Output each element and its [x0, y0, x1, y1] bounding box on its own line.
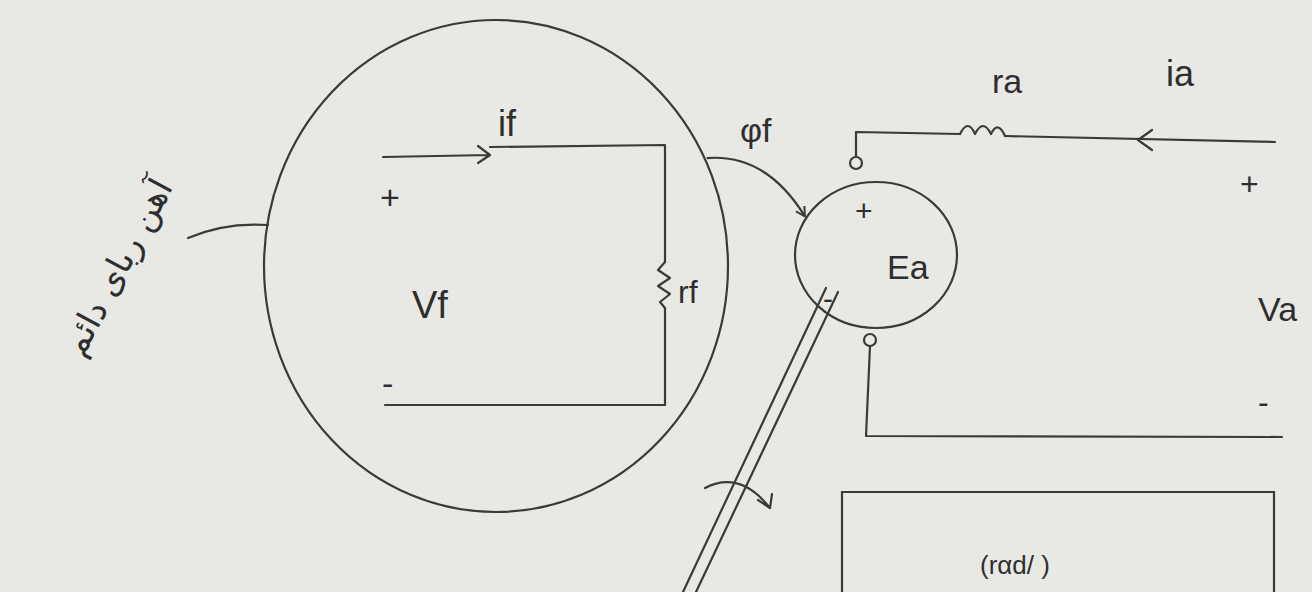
leader-line — [188, 225, 268, 238]
resistor-symbol — [960, 126, 1005, 136]
node-text: if — [498, 106, 516, 142]
resistor-symbol — [658, 262, 670, 308]
node-text: rf — [678, 276, 698, 308]
terminal — [864, 334, 876, 346]
voltage-label: Va — [1258, 292, 1297, 326]
node-text: Vf — [412, 286, 448, 324]
node-text: - — [382, 366, 393, 400]
armature-circle-outline — [793, 180, 959, 330]
armature-wire — [856, 132, 960, 157]
field-magnet-circle: + ifVf rf - — [262, 18, 730, 514]
shaft — [683, 288, 838, 592]
field-wire — [383, 146, 490, 163]
node-text: Ea — [887, 250, 929, 284]
node-text: + — [380, 180, 400, 214]
rotation-arrow — [705, 482, 772, 508]
current-arrow — [1138, 130, 1152, 150]
terminal-sign: + — [1240, 168, 1259, 200]
field-wire — [490, 145, 665, 262]
node-text: (rαd/ ) — [980, 552, 1050, 578]
field-magnet-circle-outline — [262, 18, 730, 514]
terminal — [850, 157, 862, 169]
node-text: + — [855, 196, 873, 226]
note-box-outline — [840, 490, 1276, 592]
note-box: (rαd/ ) — [840, 490, 1276, 592]
node-text: - — [823, 284, 833, 314]
armature-wire — [866, 346, 1282, 437]
current-label: ia — [1166, 56, 1194, 92]
armature-circle: + Ea - — [793, 180, 959, 330]
resistor-label: ra — [992, 64, 1022, 98]
part-name: آهن ربای دائم — [57, 173, 178, 361]
terminal-sign: - — [1258, 386, 1269, 418]
edge-label: φf — [738, 112, 774, 148]
